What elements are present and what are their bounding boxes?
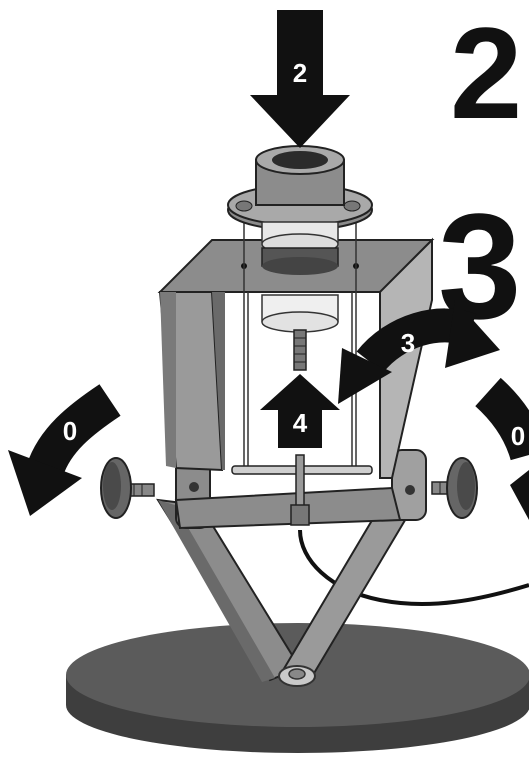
step-number-2: 2 xyxy=(450,0,522,146)
base-bolt xyxy=(279,666,315,686)
push-up-arrow: 4 xyxy=(260,374,340,448)
arrow-right-label: 0 xyxy=(511,421,525,451)
arrow-down-label: 2 xyxy=(293,58,307,88)
unscrew-left-arrow: 0 xyxy=(8,400,110,516)
unscrew-right-arrow: 0 xyxy=(488,392,529,520)
push-down-arrow: 2 xyxy=(250,10,350,148)
right-thumb-screw xyxy=(432,458,477,518)
arrow-up-label: 4 xyxy=(293,408,308,438)
left-thumb-screw xyxy=(101,458,154,518)
lamp-base xyxy=(66,623,529,753)
arrow-left-label: 0 xyxy=(63,416,77,446)
arrow-rotate-label: 3 xyxy=(401,328,415,358)
